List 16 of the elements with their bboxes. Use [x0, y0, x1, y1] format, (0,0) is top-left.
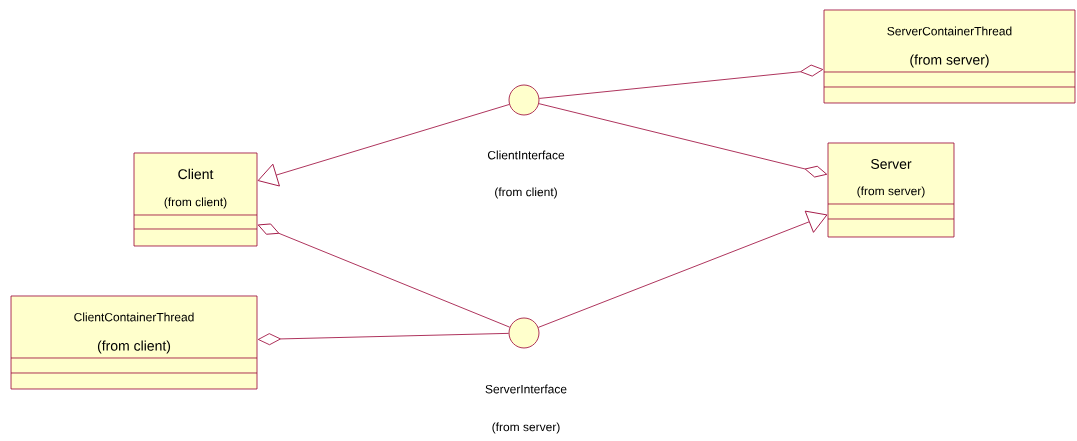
interface-label: ServerInterface: [485, 384, 567, 394]
class-box: Client (from client): [133, 152, 258, 247]
interface-circle: [508, 317, 540, 349]
connector: [257, 332, 509, 346]
connector: [538, 103, 828, 178]
interface-label: (from client): [495, 187, 557, 199]
interface-label: ClientInterface: [487, 150, 565, 160]
connector: [257, 104, 510, 187]
connector: [257, 223, 511, 328]
connector: [538, 64, 824, 99]
interface-circle: [508, 84, 540, 116]
interface-label: (from server): [492, 422, 560, 434]
class-box: ServerContainerThread (from server): [823, 9, 1076, 104]
class-box: Server (from server): [827, 142, 955, 238]
class-box: ClientContainerThread (from client): [10, 295, 258, 390]
connector: [537, 210, 828, 328]
